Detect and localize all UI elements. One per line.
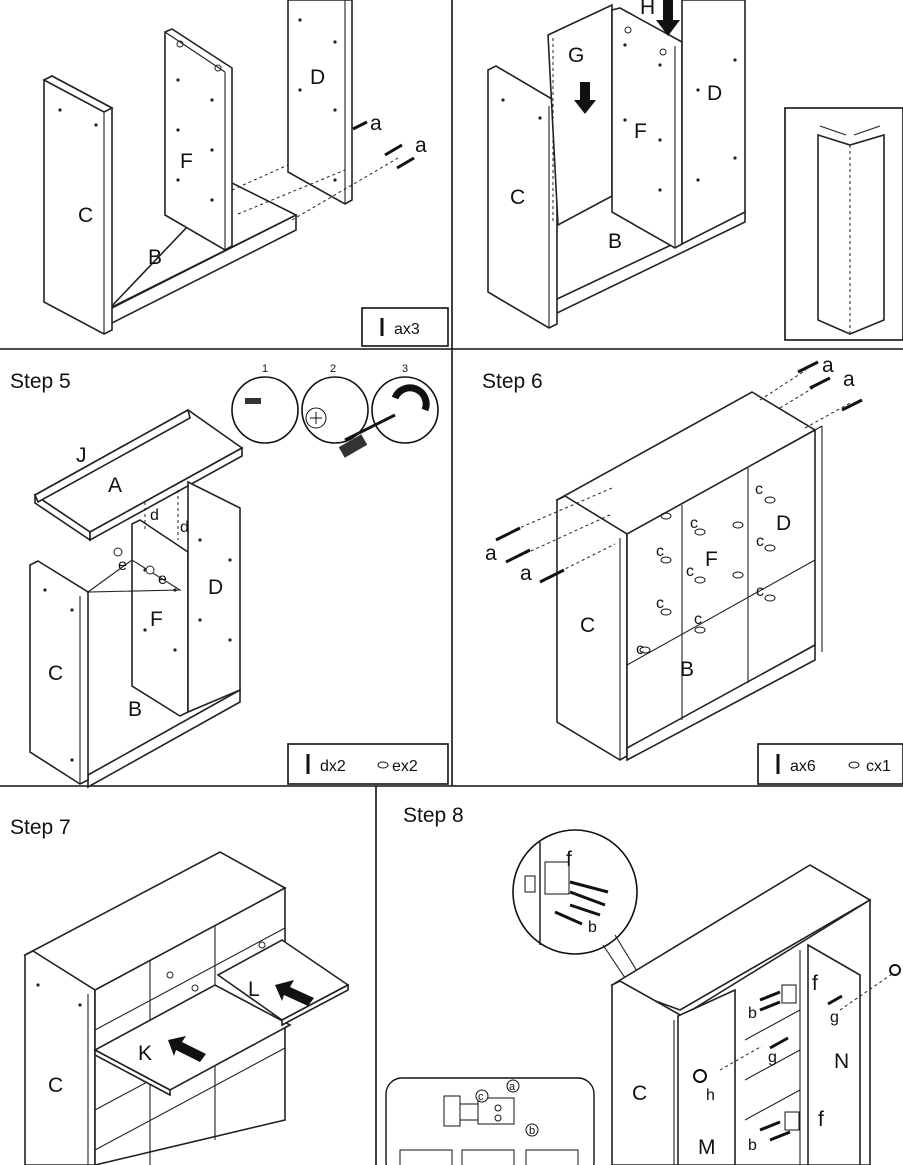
parts-count: ax6 xyxy=(790,758,816,775)
label-dowel-c: c xyxy=(690,515,698,532)
label-part-j: J xyxy=(76,444,87,467)
label-panel-c: C xyxy=(632,1082,647,1105)
label-panel-h: H xyxy=(640,0,655,19)
substep-number: 3 xyxy=(402,363,408,375)
step3-panel: C B F D a a ax3 xyxy=(42,0,449,347)
substep-number: 2 xyxy=(330,363,336,375)
label-panel-f: F xyxy=(180,150,193,173)
label-panel-g: G xyxy=(568,44,584,67)
parts-count: cx1 xyxy=(866,758,891,775)
label-dowel-c: c xyxy=(636,641,644,658)
hole-dots xyxy=(501,26,737,192)
label-knob-h: h xyxy=(706,1087,715,1104)
label-hinge-f: f xyxy=(812,972,818,995)
label-dowel-c: c xyxy=(756,533,764,550)
label-dowel-c: c xyxy=(656,595,664,612)
label-screw-a: a xyxy=(370,112,382,135)
step4-panel: G H C F D B xyxy=(487,0,903,341)
label-panel-f: F xyxy=(150,608,163,631)
label-dowel-c: c xyxy=(694,611,702,628)
label-panel-a: A xyxy=(108,474,122,497)
label-screw-b: b xyxy=(748,1005,757,1022)
hole-dots xyxy=(58,18,337,202)
label-cam-e: e xyxy=(158,571,167,588)
label-screw-a: a xyxy=(415,134,427,157)
hinge-adjust-inset xyxy=(385,1077,595,1165)
label-door-n: N xyxy=(834,1050,849,1073)
dowel-icon xyxy=(848,761,860,769)
screw-icon xyxy=(759,990,843,1142)
label-adjust-a: a xyxy=(509,1081,516,1093)
step7-panel: Step 7 C K L xyxy=(10,816,350,1165)
parts-box: ax6 cx1 xyxy=(757,743,903,785)
step-title: Step 7 xyxy=(10,816,71,839)
substep-number: 1 xyxy=(262,363,268,375)
hole-dots xyxy=(36,941,266,1007)
label-panel-c: C xyxy=(580,614,595,637)
label-screw-b: b xyxy=(588,919,597,936)
label-panel-f: F xyxy=(705,548,718,571)
arrow-icon xyxy=(168,980,314,1062)
step8-panel: Step 8 f b xyxy=(385,804,901,1165)
label-screw-a: a xyxy=(485,542,497,565)
label-screw-a: a xyxy=(520,562,532,585)
step-title: Step 5 xyxy=(10,370,71,393)
label-dowel-c: c xyxy=(656,543,664,560)
label-dowel-d: d xyxy=(180,519,189,536)
dowel-icon xyxy=(377,761,389,769)
label-screw-a: a xyxy=(822,354,834,377)
label-panel-b: B xyxy=(608,230,622,253)
label-panel-d: D xyxy=(310,66,325,89)
label-screw-a: a xyxy=(843,368,855,391)
label-adjust-b: b xyxy=(529,1125,535,1137)
parts-count: ax3 xyxy=(394,321,420,338)
label-hinge-f: f xyxy=(818,1108,824,1131)
label-shelf-k: K xyxy=(138,1042,152,1065)
screw-icon xyxy=(495,360,863,584)
label-panel-c: C xyxy=(78,204,93,227)
label-dowel-d: d xyxy=(150,507,159,524)
label-panel-b: B xyxy=(148,246,162,269)
label-panel-d: D xyxy=(707,82,722,105)
knob-icon xyxy=(693,964,901,1083)
hinge-icon xyxy=(781,984,800,1131)
label-screw-g: g xyxy=(768,1049,777,1066)
parts-count: ex2 xyxy=(392,758,418,775)
parts-box: ax3 xyxy=(361,307,449,347)
step-title: Step 8 xyxy=(403,804,464,827)
label-panel-c: C xyxy=(48,1074,63,1097)
label-dowel-c: c xyxy=(756,583,764,600)
label-panel-c: C xyxy=(510,186,525,209)
label-shelf-l: L xyxy=(248,978,260,1001)
label-door-m: M xyxy=(698,1136,716,1159)
label-panel-f: F xyxy=(634,120,647,143)
step-title: Step 6 xyxy=(482,370,543,393)
step6-panel: Step 6 xyxy=(482,354,903,785)
label-panel-d: D xyxy=(208,576,223,599)
label-panel-b: B xyxy=(680,658,694,681)
parts-count: dx2 xyxy=(320,758,346,775)
arrow-down-icon xyxy=(574,0,680,114)
label-cam-e: e xyxy=(118,557,127,574)
label-screw-b: b xyxy=(748,1137,757,1154)
label-dowel-c: c xyxy=(686,563,694,580)
label-adjust-c: c xyxy=(478,1091,484,1103)
hole-dots xyxy=(43,538,232,762)
screw-icon xyxy=(352,120,415,170)
label-hinge-f: f xyxy=(566,848,572,871)
label-screw-g: g xyxy=(830,1009,839,1026)
parts-box: dx2 ex2 xyxy=(287,743,449,785)
label-panel-b: B xyxy=(128,698,142,721)
label-panel-d: D xyxy=(776,512,791,535)
step5-panel: Step 5 1 2 3 xyxy=(10,363,449,789)
cam-lock-detail xyxy=(231,376,439,458)
detail-inset xyxy=(784,107,903,341)
label-panel-c: C xyxy=(48,662,63,685)
dowel-icon xyxy=(639,496,776,654)
label-dowel-c: c xyxy=(755,481,763,498)
